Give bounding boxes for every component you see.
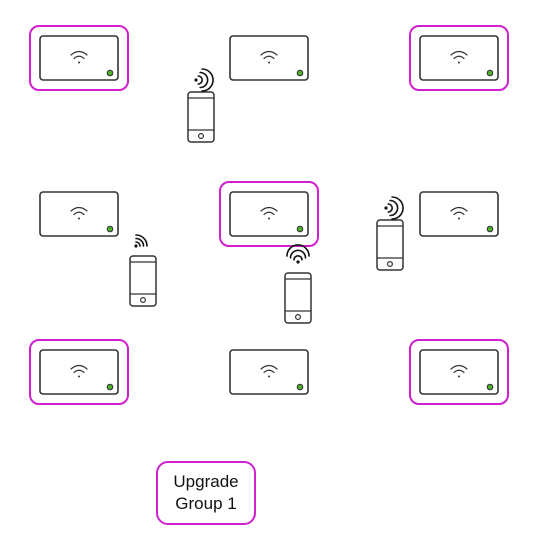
group-highlight: [409, 339, 509, 405]
phone-body: [129, 255, 157, 307]
status-led: [296, 383, 304, 391]
access-point-body: [419, 35, 499, 81]
upgrade-group-legend: Upgrade Group 1: [156, 461, 256, 525]
access-point-body: [39, 349, 119, 395]
status-led: [106, 69, 114, 77]
status-led: [296, 69, 304, 77]
group-highlight: [219, 181, 319, 247]
signal-waves-icon: [134, 234, 148, 248]
signal-waves-icon: [194, 68, 214, 92]
home-button: [295, 314, 302, 321]
wifi-icon: [70, 206, 88, 220]
wifi-icon: [70, 50, 88, 64]
phone-1: [187, 68, 215, 143]
wifi-icon: [450, 50, 468, 64]
phone-4: [376, 196, 404, 271]
status-led: [296, 225, 304, 233]
access-point-body: [419, 191, 499, 237]
status-led: [106, 383, 114, 391]
signal-waves-icon: [384, 196, 404, 220]
access-point-7: [29, 339, 129, 405]
access-point-8: [229, 349, 309, 395]
access-point-9: [409, 339, 509, 405]
wifi-icon: [260, 206, 278, 220]
phone-body: [376, 219, 404, 271]
access-point-5: [219, 181, 319, 247]
phone-2: [129, 234, 157, 307]
access-point-body: [229, 191, 309, 237]
status-led: [106, 225, 114, 233]
legend-line-2: Group 1: [175, 494, 237, 513]
wifi-icon: [260, 50, 278, 64]
group-highlight: [29, 339, 129, 405]
phone-body: [284, 272, 312, 324]
wifi-icon: [260, 364, 278, 378]
wifi-icon: [450, 364, 468, 378]
wifi-icon: [70, 364, 88, 378]
legend-line-1: Upgrade: [173, 472, 239, 491]
access-point-6: [419, 191, 499, 237]
status-led: [486, 383, 494, 391]
home-button: [198, 133, 205, 140]
access-point-body: [229, 349, 309, 395]
access-point-body: [419, 349, 499, 395]
access-point-2: [229, 35, 309, 81]
group-highlight: [409, 25, 509, 91]
access-point-4: [39, 191, 119, 237]
access-point-1: [29, 25, 129, 91]
group-highlight: [29, 25, 129, 91]
home-button: [140, 297, 147, 304]
access-point-body: [39, 35, 119, 81]
status-led: [486, 225, 494, 233]
access-point-body: [229, 35, 309, 81]
status-led: [486, 69, 494, 77]
wifi-icon: [450, 206, 468, 220]
phone-body: [187, 91, 215, 143]
signal-waves-icon: [286, 244, 310, 264]
access-point-3: [409, 25, 509, 91]
access-point-body: [39, 191, 119, 237]
home-button: [387, 261, 394, 268]
phone-3: [284, 244, 312, 324]
